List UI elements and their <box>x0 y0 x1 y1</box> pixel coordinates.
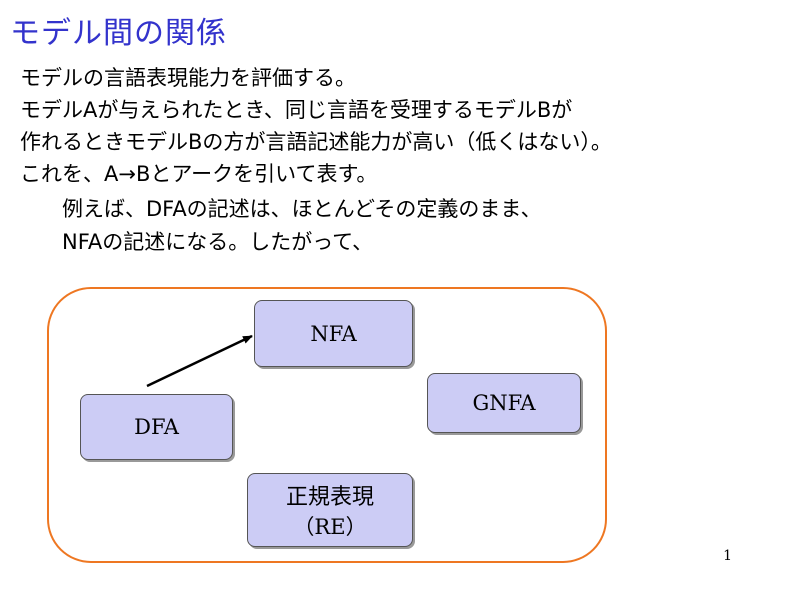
example-line-1: 例えば、DFAの記述は、ほとんどその定義のまま、 <box>62 197 542 221</box>
page-number: 1 <box>723 548 732 564</box>
node-re-label: 正規表現 <box>285 485 374 510</box>
node-re-abbr: （RE） <box>293 515 367 539</box>
node-gnfa-label: GNFA <box>472 391 536 415</box>
node-dfa-label: DFA <box>134 415 179 439</box>
node-nfa-label: NFA <box>310 321 357 346</box>
example-line-2: NFAの記述になる。したがって、 <box>62 230 374 254</box>
body-line-3: 作れるときモデルBの方が言語記述能力が高い（低くはない）。 <box>20 130 612 154</box>
body-line-4: これを、A→Bとアークを引いて表す。 <box>20 162 378 186</box>
body-text: モデルの言語表現能力を評価する。 モデルAが与えられたとき、同じ言語を受理するモ… <box>20 62 790 190</box>
body-line-1: モデルの言語表現能力を評価する。 <box>20 66 356 90</box>
example-text: 例えば、DFAの記述は、ほとんどその定義のまま、 NFAの記述になる。したがって… <box>62 193 792 259</box>
node-re: 正規表現 （RE） <box>247 473 413 547</box>
node-gnfa: GNFA <box>427 373 581 433</box>
diagram-frame <box>47 287 607 563</box>
node-dfa: DFA <box>80 394 233 460</box>
node-nfa: NFA <box>254 300 413 367</box>
slide-title: モデル間の関係 <box>10 16 227 51</box>
body-line-2: モデルAが与えられたとき、同じ言語を受理するモデルBが <box>20 98 573 122</box>
